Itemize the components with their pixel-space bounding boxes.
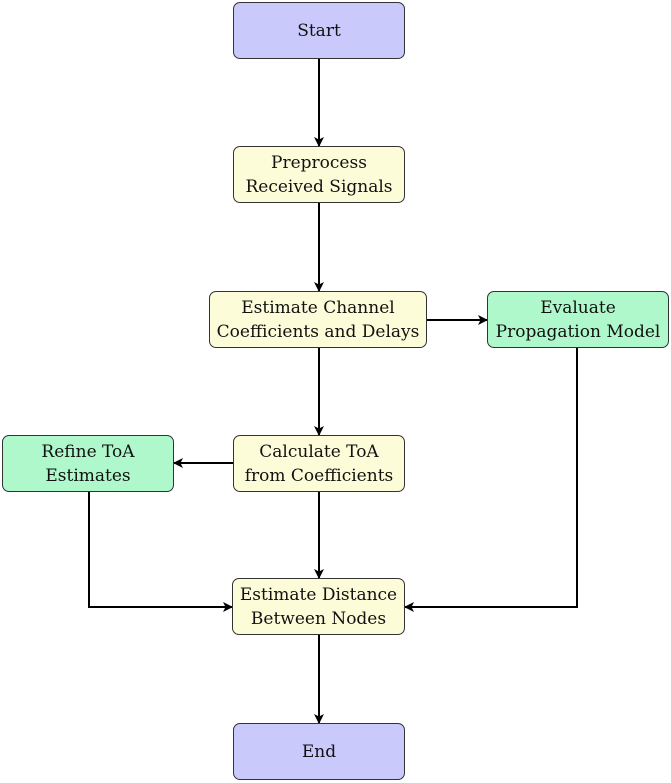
refine-toa-estimates-node: Refine ToA Estimates [2,435,174,492]
end-node: End [233,723,405,780]
preprocess-received-signals-node: Preprocess Received Signals [233,146,405,203]
estimate-channel-coefficients-node: Estimate Channel Coefficients and Delays [209,291,427,348]
evaluate-propagation-model-node: Evaluate Propagation Model [487,291,669,348]
start-label-line-1: Start [297,20,341,41]
arrow-evaluate-model-to-estimate-distance [404,348,578,612]
preprocess-label-line-2: Received Signals [245,176,393,197]
preprocess-label-line-1: Preprocess [271,152,367,173]
estimate-channel-label-line-1: Estimate Channel [241,297,395,318]
start-node: Start [233,2,405,59]
refine-toa-label-line-1: Refine ToA [41,441,135,462]
calculate-toa-label-line-1: Calculate ToA [259,441,379,462]
refine-toa-label-line-2: Estimates [45,465,131,486]
calculate-toa-label-line-2: from Coefficients [244,465,394,486]
evaluate-model-label-line-1: Evaluate [540,297,616,318]
evaluate-model-label-line-2: Propagation Model [495,321,661,342]
estimate-distance-label-line-1: Estimate Distance [239,584,398,605]
calculate-toa-node: Calculate ToA from Coefficients [233,435,405,492]
estimate-channel-label-line-2: Coefficients and Delays [216,321,420,342]
arrow-refine-toa-to-estimate-distance [88,492,233,612]
end-label-line-1: End [301,741,337,762]
estimate-distance-label-line-2: Between Nodes [250,608,387,629]
estimate-distance-node: Estimate Distance Between Nodes [232,578,405,635]
